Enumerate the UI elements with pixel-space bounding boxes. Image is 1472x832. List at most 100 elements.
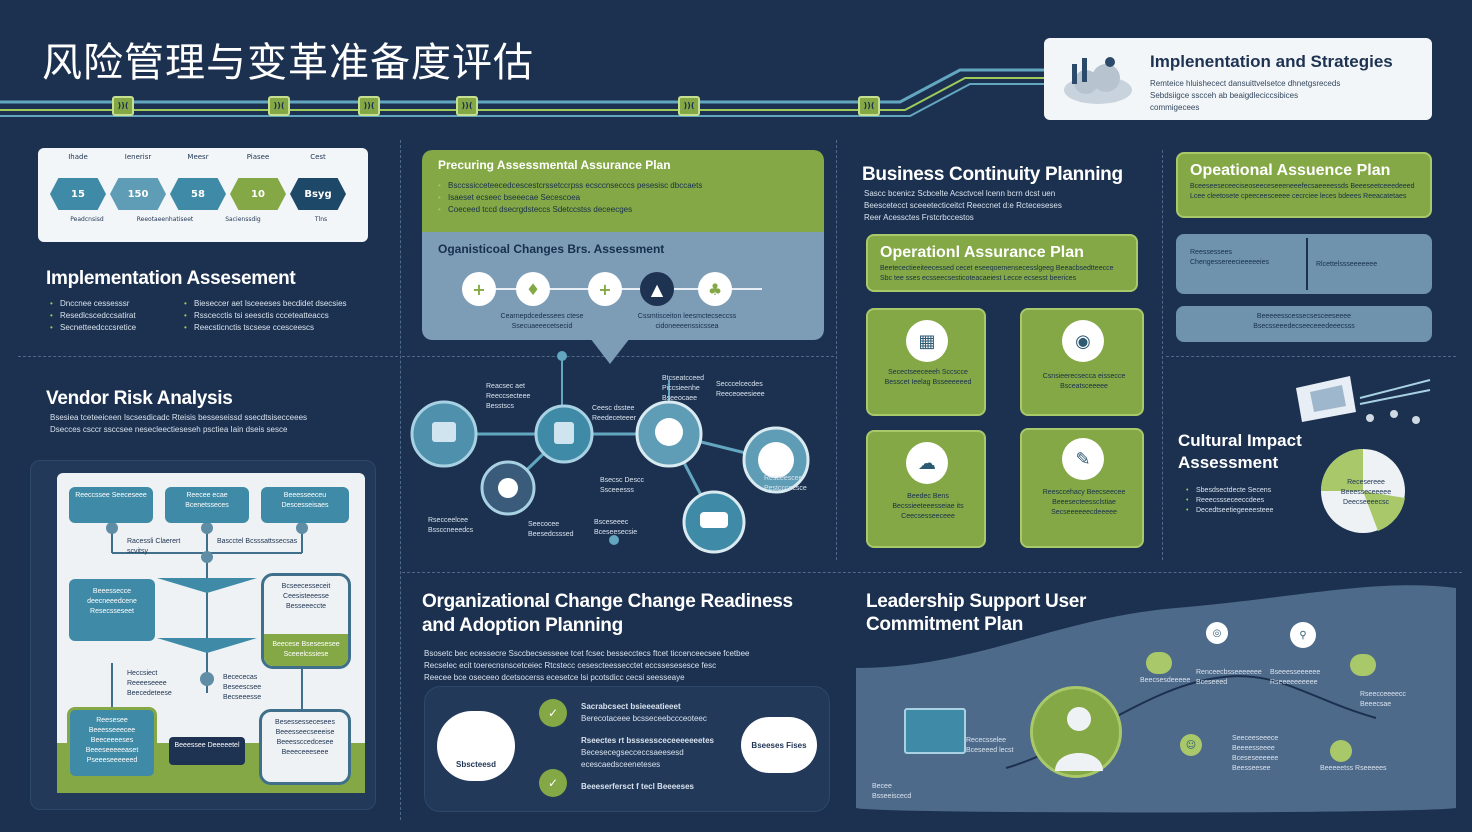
cultural-impact-title: Cultural Impact Assessment bbox=[1178, 430, 1302, 474]
cloud-icon: ▲ bbox=[640, 272, 674, 306]
leadership-label: Rseecceeeecc Beeecsae bbox=[1360, 691, 1406, 708]
chat-icon bbox=[1350, 654, 1376, 676]
divider bbox=[836, 140, 837, 560]
tile-caption: Beedec Bens Becssieeteeesseiae its Ceecs… bbox=[892, 493, 964, 520]
title-line: Cultural Impact bbox=[1178, 431, 1302, 450]
tile-caption: Secectseeceeeh Sccscce Besscet Ieelag Bs… bbox=[884, 369, 972, 386]
target-icon: ◎ bbox=[1206, 622, 1228, 644]
check-icon: ✓ bbox=[539, 699, 567, 727]
card-line: Beetecectieeiteecessed cecet eseeqoemens… bbox=[880, 265, 1114, 272]
flow-label: Heccsiect Reeeeseeee Beecedeteese bbox=[127, 670, 172, 697]
bullet: Dnccnee cessesssr bbox=[50, 298, 180, 310]
text-line: Dsecces csccr ssccsee nesecleectieseseh … bbox=[50, 425, 288, 434]
leadership-title: Leadership Support User Commitment Plan bbox=[866, 590, 1086, 636]
box-right: Rlcettelssseeeeeee bbox=[1316, 261, 1378, 268]
text-line: Bsesiea tceteeiceen Iscsesdicadc Rteisis… bbox=[50, 413, 308, 422]
vendor-flow-panel: Reeccssee Seeceseee Reecee ecae Bcenetss… bbox=[30, 460, 376, 810]
bullet: Bieseccer aet Isceeeses becdidet dsecsie… bbox=[184, 298, 384, 310]
banner-title: Implenentation and Strategies bbox=[1150, 52, 1393, 71]
note-line: Bsseeiscecd bbox=[872, 793, 912, 800]
shield-icon: ◉ bbox=[1062, 320, 1104, 362]
chat-icon bbox=[1146, 652, 1172, 674]
box-left: Reessessees Chengessereecieeeeeies bbox=[1190, 248, 1300, 268]
stage-hex: 150 bbox=[110, 178, 166, 210]
tile: ▦ Secectseeceeeh Sccscce Besscet Ieelag … bbox=[866, 308, 986, 416]
timeline-marker: ))( bbox=[358, 96, 380, 116]
text-line: Recselec ecit toerecnsnscetceiec Rtcstec… bbox=[424, 661, 717, 670]
divider bbox=[1166, 356, 1456, 357]
bullet: Decedtseetiegeeeesteee bbox=[1186, 506, 1316, 516]
cloud-icon: ☁ bbox=[906, 442, 948, 484]
process-header-title: Precuring Assessmental Assurance Plan bbox=[438, 158, 671, 172]
pie-label-line: Recesereee bbox=[1347, 479, 1385, 486]
title-line: Leadership Support User bbox=[866, 591, 1087, 612]
leadership-bottom-note: Becee Bsseeiscecd bbox=[872, 782, 932, 802]
text-line: Reer Acessctes Frstcrbccestos bbox=[864, 213, 974, 222]
bullet: Secnetteedcccsretice bbox=[50, 322, 180, 334]
person-icon bbox=[1055, 707, 1103, 771]
timeline-marker: ))( bbox=[456, 96, 478, 116]
tile: ◉ Csnsieerecsecca eissecce Bsceatsceeeee bbox=[1020, 308, 1144, 416]
flow-box: Reecee ecae Bcenetsseces bbox=[165, 487, 249, 523]
text-line: Reecee bce oseceeo dcetsocerss ecesetce … bbox=[424, 673, 685, 682]
box-line: Reessessees bbox=[1190, 249, 1233, 256]
item-sub: Becesecegsecceccsaeesesd ecescaedsceenet… bbox=[581, 748, 684, 769]
title-line: Assessment bbox=[1178, 453, 1279, 472]
network-label: Bsceseeec Bceseesecsie bbox=[594, 519, 638, 536]
title-line: Commitment Plan bbox=[866, 614, 1024, 635]
box-line: Chengessereecieeeeeies bbox=[1190, 259, 1269, 266]
banner-line: Remteice hluishecect dansuittvelsetce dh… bbox=[1150, 79, 1341, 88]
bullet: Sbesdsectdecte Secens bbox=[1186, 486, 1316, 496]
divider bbox=[402, 572, 1462, 573]
readiness-item: Rseectes rt bsssessceceeeeeeetes Becesec… bbox=[581, 735, 731, 771]
business-continuity-title: Business Continuity Planning bbox=[862, 164, 1123, 185]
implementation-bullets-right: Bieseccer aet Isceeeses becdidet dsecsie… bbox=[184, 298, 384, 334]
flow-box-text: Reecee ecae Bcenetsseces bbox=[185, 492, 229, 509]
vendor-risk-lines: Bsesiea tceteeiceen Iscsesdicadc Rteisis… bbox=[50, 412, 380, 436]
tree-icon: ♣ bbox=[698, 272, 732, 306]
screen-label: Rececsselee Bceseeed lecst bbox=[966, 736, 1046, 756]
assurance-box: Reessessees Chengessereecieeeeeies Rlcet… bbox=[1176, 234, 1432, 294]
bullet: Reecsticnctis tscsese ccesceescs bbox=[184, 322, 384, 334]
check-icon: ✓ bbox=[539, 769, 567, 797]
cloud-icon bbox=[1064, 57, 1132, 104]
stage-label: Ienerisr bbox=[124, 153, 152, 161]
network-label: Btcseatcceed Piccsieenhe Bseeocaee bbox=[662, 375, 705, 402]
bullet: Reeecssseceeccdees bbox=[1186, 496, 1316, 506]
divider bbox=[400, 140, 401, 820]
assurance-bottom-box: Beeeeesscessecsesceeseeee Bsecsseeedecse… bbox=[1176, 306, 1432, 342]
search-icon: ⚲ bbox=[1290, 622, 1316, 648]
operational-assurance-card: Operationl Assurance Plan Beetecectieeit… bbox=[866, 234, 1138, 292]
process-caption: Cearnepdcedessees ctese Ssecuaeeecetseci… bbox=[500, 313, 584, 330]
card-title: Opeational Assuence Plan bbox=[1190, 162, 1391, 179]
readiness-item: Sacrabcsect bsieeeatieeet Berecotaceee b… bbox=[581, 701, 731, 725]
screen-label-line: Rececsselee bbox=[966, 737, 1007, 744]
timeline-marker: ))( bbox=[678, 96, 700, 116]
process-panel: Precuring Assessmental Assurance Plan Bs… bbox=[422, 150, 824, 340]
bullet: Coeceed tccd dsecrgdsteccs Sdetccstss de… bbox=[438, 204, 808, 216]
network-label: Secccelcecdes Reeceoeesieee bbox=[716, 381, 765, 398]
bullet: Rsscecctis tsi seesctis ccceteatteaccs bbox=[184, 310, 384, 322]
process-caption: Cssmtisceiton leesmctecseccss cidoneeeen… bbox=[637, 313, 737, 330]
top-banner: Implenentation and Strategies Remteice h… bbox=[1044, 38, 1432, 120]
flowchart: Reeccssee Seeceseee Reecee ecae Bcenetss… bbox=[57, 473, 365, 793]
readiness-item: Beeeserfersct f tecl Beeeeses bbox=[581, 781, 731, 793]
network-label: Resceescee Pestcccecsce bbox=[764, 475, 807, 492]
pie-label: Recesereee Beeesseceeeee Deecseeeecsc bbox=[1336, 478, 1396, 508]
flow-box-text: Besessessecesees Beeesseecseeeise Beeess… bbox=[275, 719, 335, 756]
stage-label: Meesr bbox=[187, 153, 209, 161]
plus-icon: + bbox=[588, 272, 622, 306]
network-diagram bbox=[410, 351, 810, 554]
network-label: Rsecceelcee Bssccneeedcs bbox=[428, 517, 474, 534]
network-label: Reacsec aet Reeccsecteee Besstscs bbox=[486, 383, 531, 410]
stage-hex: 10 bbox=[230, 178, 286, 210]
box-line: Bsecsseeedecseeceeedeeecsss bbox=[1253, 323, 1355, 330]
implementation-title: Implementation Assesement bbox=[46, 268, 296, 289]
process-header: Precuring Assessmental Assurance Plan Bs… bbox=[422, 150, 824, 232]
stage-label: Cest bbox=[310, 153, 326, 161]
card-title: Operationl Assurance Plan bbox=[880, 244, 1084, 261]
vendor-risk-title: Vendor Risk Analysis bbox=[46, 388, 233, 409]
page-title: 风险管理与变革准备度评估 bbox=[42, 40, 534, 86]
stage-caption: Sacienssdig bbox=[225, 216, 261, 223]
leadership-label: Renceecbsseeeeeee Bceseeed bbox=[1196, 669, 1262, 686]
